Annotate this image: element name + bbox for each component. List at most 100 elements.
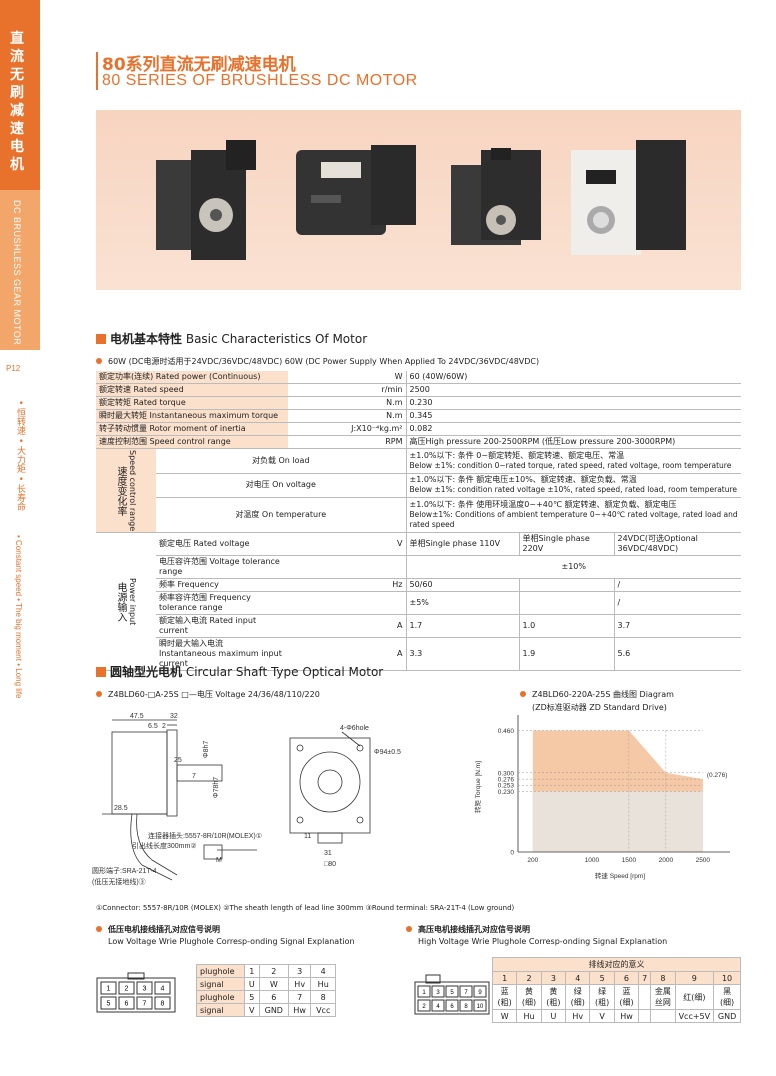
lead-length-label: 引出线长度300mm② xyxy=(132,841,197,850)
cell-line: 瞬时最大输入电流 xyxy=(159,639,223,649)
bullet xyxy=(96,691,102,697)
motor-illustrations xyxy=(156,140,686,260)
table-cell: 蓝(细) xyxy=(613,984,640,1010)
cell-line: Instantaneous maximum input current xyxy=(159,649,282,669)
chart-ylabel: 转矩 Torque [N.m] xyxy=(473,761,482,813)
table-cell: 6 xyxy=(613,971,640,985)
motor-3-image xyxy=(451,148,541,245)
table-cell xyxy=(638,1009,652,1023)
table-cell: ±5% xyxy=(405,591,519,616)
table-cell: U xyxy=(243,977,260,991)
table-row: 频率容许范围 Frequency tolerance range±5%/ xyxy=(96,591,741,616)
connector-pin-label: 1 xyxy=(422,990,426,996)
table-cell: 8 xyxy=(310,990,336,1004)
chart-annotation: (0.276) xyxy=(707,772,728,779)
table-row: 对电压 On voltage±1.0%以下: 条件 额定电压±10%、额定转速、… xyxy=(96,473,741,498)
driver-image xyxy=(571,140,686,255)
table-cell: 黄(粗) xyxy=(540,984,567,1010)
y-tick-label: 0.300 xyxy=(498,770,515,777)
table-cell xyxy=(650,1009,676,1023)
motor-1-image xyxy=(156,140,256,260)
connector-pin xyxy=(431,999,445,1012)
table-cell: 额定转矩 Rated torque xyxy=(96,396,288,410)
table-cell: 2500 xyxy=(405,383,741,397)
dim-28-5: 28.5 xyxy=(114,805,128,812)
x-tick-label: 200 xyxy=(527,857,538,864)
connector-pin xyxy=(154,981,171,995)
connector-pin-label: 5 xyxy=(107,1001,111,1008)
table-cell: 5 xyxy=(589,971,615,985)
dim-31: 31 xyxy=(324,850,332,857)
x-tick-label: 1500 xyxy=(622,857,637,864)
cell-line-en: Below ±1%: condition 0~rated torque, rat… xyxy=(409,460,732,470)
table-cell: 60 (40W/60W) xyxy=(405,371,741,384)
table-cell: J:X10⁻⁴kg.m² xyxy=(288,422,406,436)
cell-line-cn: ±1.0%以下: 条件 使用环境温度0~+40℃ 额定转速、额定负载、额定电压 xyxy=(409,500,677,510)
low-voltage-subtitle: Low Voltage Wrie Plughole Corresp-onding… xyxy=(108,937,355,946)
table-cell: 1.0 xyxy=(518,614,614,639)
holes-label: 4-Φ6hole xyxy=(340,725,369,732)
cell-line-en: Below ±1%: condition rated voltage ±10%,… xyxy=(409,485,738,495)
table-cell: A xyxy=(288,637,406,672)
table-cell: U xyxy=(540,1009,567,1023)
table-cell: Hw xyxy=(613,1009,640,1023)
connector-pin-label: 1 xyxy=(107,986,111,993)
x-tick-label: 2000 xyxy=(659,857,674,864)
table-cell xyxy=(288,591,406,616)
header-accent-bar xyxy=(96,52,98,90)
sidebar-features-en: • Constant speed • The big moment • Long… xyxy=(14,535,23,699)
table-cell: 额定输入电流 Rated input current xyxy=(156,614,288,639)
sidebar-top-band xyxy=(0,0,40,190)
table-cell: 5 xyxy=(243,990,260,1004)
page-number: P12 xyxy=(6,364,21,373)
table-cell: 10 xyxy=(713,971,741,985)
sidebar-features-cn: • 恒转速 • 大力矩 • 长寿命 xyxy=(15,400,25,512)
table-cell: 4 xyxy=(565,971,591,985)
table-cell: Vcc+5V xyxy=(674,1009,715,1023)
table-cell: 绿(粗) xyxy=(589,984,615,1010)
dim-6-5: 6.5 xyxy=(148,723,158,730)
dim-11: 11 xyxy=(304,833,311,840)
table-cell: 蓝(粗) xyxy=(491,984,518,1010)
table-cell: 额定电压 Rated voltage xyxy=(156,532,288,557)
connector-pin xyxy=(118,996,135,1010)
table-cell: 金属丝网 xyxy=(650,984,676,1010)
ground-label: (低压无接地线)③ xyxy=(92,877,146,886)
chart-note: Z4BLD60-220A-25S 曲线图 Diagram xyxy=(520,689,674,700)
table-cell: W xyxy=(288,371,406,384)
group-label-en: Power input xyxy=(128,578,137,626)
table-cell: V xyxy=(589,1009,615,1023)
connector-pin-label: 8 xyxy=(464,1004,468,1010)
connector-pin xyxy=(459,999,473,1012)
table-cell: ±10% xyxy=(405,555,741,580)
table-cell: 0.230 xyxy=(405,396,741,410)
connector-pin xyxy=(431,985,445,998)
x-tick-label: 2500 xyxy=(696,857,711,864)
connector-pin xyxy=(154,996,171,1010)
table-cell: W xyxy=(491,1009,518,1023)
connector-pin-label: 4 xyxy=(161,986,165,993)
cell-line-en: Below±1%: Conditions of ambient temperat… xyxy=(409,510,738,530)
connector-pin xyxy=(136,981,153,995)
table-cell: 额定功率(连续) Rated power (Continuous) xyxy=(96,371,288,384)
table-cell: 1.7 xyxy=(405,614,519,639)
table-cell: 8 xyxy=(650,971,676,985)
footnote: ①Connector: 5557-8R/10R (MOLEX) ②The she… xyxy=(96,904,515,912)
page-title-cn: 80系列直流无刷减速电机 xyxy=(102,55,296,75)
table-cell: 3 xyxy=(540,971,567,985)
connector-pin-label: 5 xyxy=(450,990,454,996)
table-cell: 3 xyxy=(287,964,312,978)
table-cell: W xyxy=(258,977,289,991)
connector-pin-label: 7 xyxy=(143,1001,147,1008)
